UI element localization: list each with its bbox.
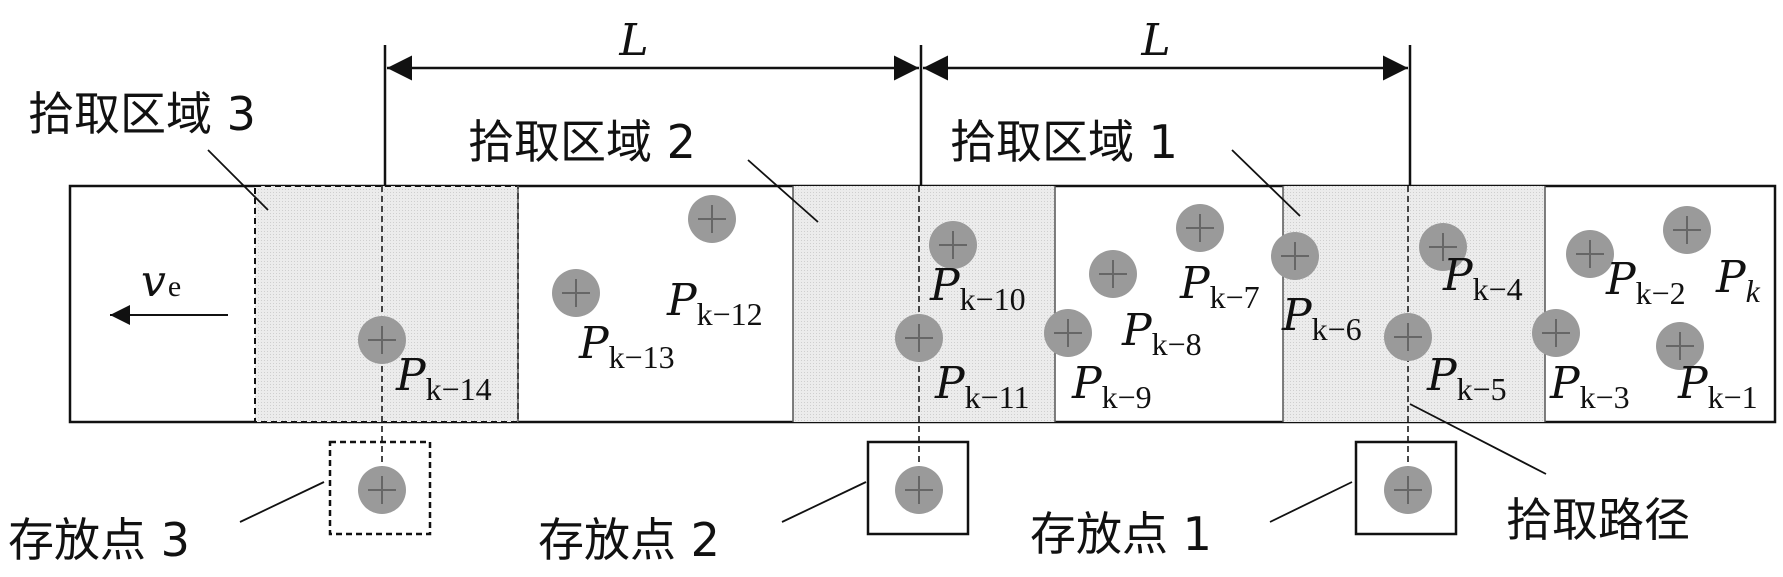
label-pk-10: Pk−10 bbox=[929, 260, 1026, 317]
storage-box-2 bbox=[866, 440, 970, 536]
product-disk-pk-9 bbox=[1043, 308, 1093, 358]
storage-disk-3 bbox=[357, 465, 407, 515]
pick-region-1-leader bbox=[1231, 149, 1301, 217]
label-pk-3: Pk−3 bbox=[1549, 358, 1630, 415]
pick-path-leader bbox=[1409, 403, 1547, 475]
product-disk-pk-5 bbox=[1383, 312, 1433, 362]
storage-2-leader bbox=[781, 481, 867, 523]
label-pk-11: Pk−11 bbox=[934, 358, 1029, 415]
pick-region-3-area bbox=[254, 185, 519, 423]
velocity-label: ve bbox=[141, 256, 181, 307]
pick-path-label: 拾取路径 bbox=[1506, 493, 1690, 547]
label-pk-4: Pk−4 bbox=[1442, 250, 1523, 307]
label-pk-2: Pk−2 bbox=[1605, 254, 1686, 311]
label-pk-1: Pk−1 bbox=[1677, 358, 1758, 415]
storage-2-label: 存放点 2 bbox=[538, 513, 720, 567]
label-pk-7: Pk−7 bbox=[1179, 258, 1260, 315]
pick-region-1-area bbox=[1283, 186, 1545, 422]
point-labels: Pk Pk−1 Pk−2 Pk−3 Pk−4 Pk−5 Pk−6 Pk−7 Pk… bbox=[395, 250, 1761, 415]
product-disk-pk-3 bbox=[1531, 308, 1581, 358]
product-disk-pk-7 bbox=[1175, 203, 1225, 253]
product-disk-pk-12 bbox=[687, 194, 737, 244]
storage-disk-1 bbox=[1383, 465, 1433, 515]
storage-3-leader bbox=[239, 481, 325, 523]
product-disk-pk bbox=[1662, 205, 1712, 255]
pick-region-2-leader bbox=[747, 159, 819, 223]
label-pk-14: Pk−14 bbox=[395, 350, 492, 407]
storage-box-1 bbox=[1354, 440, 1458, 536]
label-pk-12: Pk−12 bbox=[666, 275, 763, 332]
label-pk-13: Pk−13 bbox=[578, 318, 675, 375]
label-pk-6: Pk−6 bbox=[1281, 290, 1362, 347]
pick-region-2-label: 拾取区域 2 bbox=[468, 115, 696, 169]
product-disk-pk-8 bbox=[1088, 249, 1138, 299]
pick-region-2-area bbox=[793, 186, 1055, 422]
storage-1-label: 存放点 1 bbox=[1030, 507, 1212, 561]
label-pk-8: Pk−8 bbox=[1121, 305, 1202, 362]
storage-disk-2 bbox=[894, 465, 944, 515]
dimension-lines bbox=[383, 45, 1412, 186]
label-pk: Pk bbox=[1715, 252, 1761, 309]
product-disk-pk-13 bbox=[551, 268, 601, 318]
product-disk-pk-11 bbox=[894, 313, 944, 363]
belt-dividers bbox=[517, 186, 1546, 422]
storage-1-leader bbox=[1269, 481, 1353, 523]
dimension-label-left: L bbox=[618, 15, 648, 66]
label-pk-5: Pk−5 bbox=[1426, 350, 1507, 407]
label-pk-9: Pk−9 bbox=[1071, 358, 1152, 415]
pick-region-3-label: 拾取区域 3 bbox=[28, 87, 256, 141]
pick-region-1-label: 拾取区域 1 bbox=[950, 115, 1178, 169]
storage-box-3 bbox=[328, 440, 432, 536]
pick-region-3-leader bbox=[207, 149, 269, 211]
product-disk-pk-6 bbox=[1270, 231, 1320, 281]
dimension-label-right: L bbox=[1140, 15, 1170, 66]
storage-3-label: 存放点 3 bbox=[8, 513, 190, 567]
